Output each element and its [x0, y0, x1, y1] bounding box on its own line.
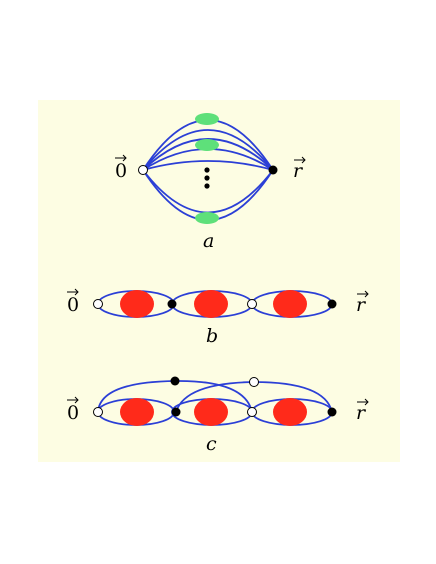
panel-c-left-endpoint-label: 0 — [67, 402, 79, 424]
panel-a-left-endpoint-label: 0 — [115, 160, 127, 182]
panel-b-label: b — [206, 325, 218, 347]
panel-a-dot-2 — [204, 175, 210, 181]
panel-c-right-vector-arrow — [357, 398, 369, 406]
panel-b-right-endpoint-label: r — [356, 294, 367, 316]
panel-b-vertex-3 — [247, 299, 257, 309]
panel-a-label: a — [203, 230, 214, 252]
panel-c-vertex-1 — [93, 407, 103, 417]
panel-a-left-vector-arrow — [115, 154, 127, 162]
panel-a-line-2 — [142, 129, 274, 171]
panel-c-vertex-4 — [327, 407, 337, 417]
panel-c-left-vector-arrow — [67, 396, 79, 404]
panel-c-red-blob-1 — [120, 398, 154, 426]
panel-b-left-vector-arrow — [67, 288, 79, 296]
panel-c-top-vertex-1 — [170, 376, 180, 386]
panel-b-vertex-4 — [327, 299, 337, 309]
panel-a-right-vector-arrow — [294, 156, 306, 164]
panel-a-green-blob-2 — [195, 139, 219, 151]
panel-b-red-blob-3 — [273, 290, 307, 318]
panel-a-left-vertex — [138, 165, 148, 175]
panel-c-vertex-2 — [171, 407, 181, 417]
panel-b-vertex-1 — [93, 299, 103, 309]
panel-a-dot-1 — [204, 167, 210, 173]
panel-b-red-blob-2 — [194, 290, 228, 318]
panel-c-red-blob-2 — [194, 398, 228, 426]
panel-c-vertex-3 — [247, 407, 257, 417]
panel-b-left-endpoint-label: 0 — [67, 294, 79, 316]
panel-a-dot-3 — [204, 183, 210, 189]
panel-c-right-endpoint-label: r — [356, 402, 367, 424]
panel-a-line-5 — [142, 160, 274, 171]
panel-c-red-blob-3 — [273, 398, 307, 426]
panel-b-right-vector-arrow — [357, 290, 369, 298]
panel-b-vertex-2 — [167, 299, 177, 309]
panel-a-right-endpoint-label: r — [293, 160, 304, 182]
panel-a-green-blob-3 — [195, 212, 219, 224]
panel-c-top-vertex-2 — [249, 377, 259, 387]
panel-a-right-vertex — [268, 165, 278, 175]
panel-a-green-blob-1 — [195, 113, 219, 125]
panel-b-red-blob-1 — [120, 290, 154, 318]
panel-c-label: c — [206, 433, 217, 455]
